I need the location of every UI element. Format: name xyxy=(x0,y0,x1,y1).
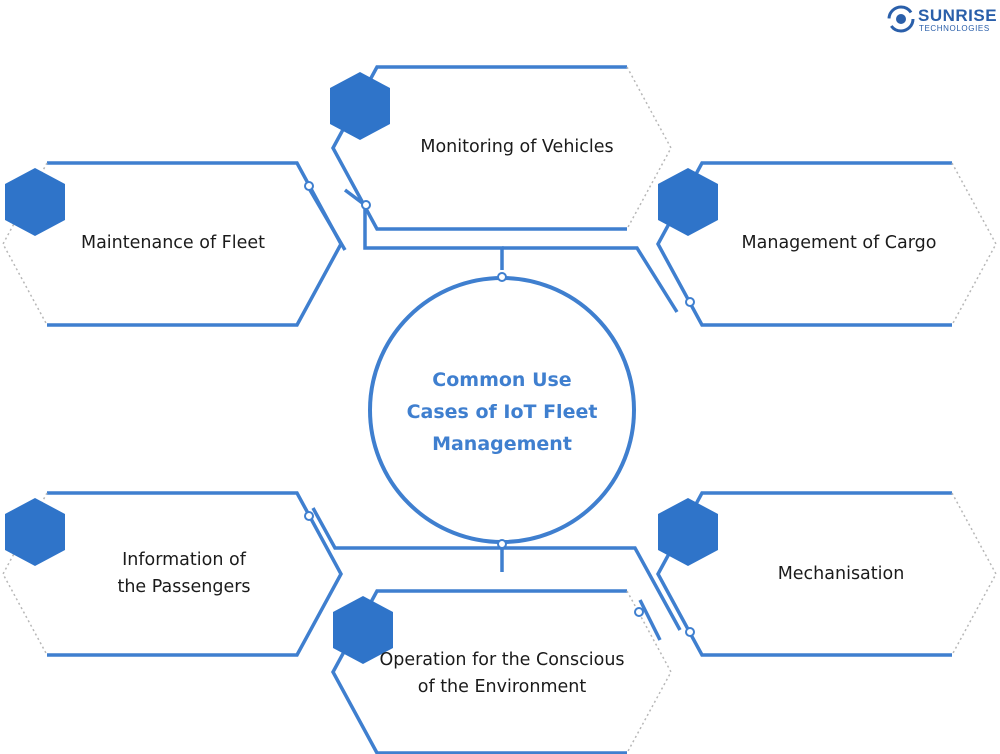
card-maintenance-label: Maintenance of Fleet xyxy=(48,230,298,257)
connector-dot xyxy=(634,607,644,617)
center-bottom-dot xyxy=(497,539,507,549)
hexagon-icon xyxy=(658,168,718,236)
card-passengers-label: Information of the Passengers xyxy=(59,547,309,601)
label-line: Information of xyxy=(122,550,246,570)
connector-dot xyxy=(304,511,314,521)
connector-monitoring xyxy=(343,188,504,270)
hexagon-icon xyxy=(5,168,65,236)
connector-dot xyxy=(685,297,695,307)
card-border xyxy=(331,589,627,754)
center-title-line: Management xyxy=(432,433,572,455)
hexagon-icon xyxy=(658,498,718,566)
label-line: Operation for the Conscious xyxy=(379,650,625,670)
connector-dot xyxy=(304,181,314,191)
logo-subtitle: TECHNOLOGIES xyxy=(919,24,990,33)
card-border-dotted xyxy=(626,66,672,230)
center-top-dot xyxy=(497,272,507,282)
card-environment-label: Operation for the Conscious of the Envir… xyxy=(362,647,642,701)
logo-brand: SUNRISE xyxy=(918,6,998,25)
center-title-line: Common Use xyxy=(432,369,572,391)
label-line: the Passengers xyxy=(117,577,251,597)
center-title: Common Use Cases of IoT Fleet Management xyxy=(400,364,604,460)
card-cargo xyxy=(656,161,997,327)
connector-dot xyxy=(361,200,371,210)
card-monitoring xyxy=(330,65,672,231)
label-line: Mechanisation xyxy=(777,564,905,584)
connector-dot xyxy=(685,627,695,637)
card-maintenance xyxy=(2,161,343,327)
connector-cargo xyxy=(502,246,679,313)
hexagon-icon xyxy=(5,498,65,566)
card-environment xyxy=(331,589,672,754)
card-mechanisation-label: Mechanisation xyxy=(716,561,966,588)
card-border-dotted xyxy=(951,492,997,656)
card-border xyxy=(331,65,627,231)
card-border xyxy=(47,491,343,657)
card-cargo-label: Management of Cargo xyxy=(714,230,964,257)
hexagon-icon xyxy=(333,596,393,664)
card-mechanisation xyxy=(656,491,997,657)
sunrise-logo-icon xyxy=(887,5,915,33)
connector-passengers xyxy=(311,507,682,631)
card-border xyxy=(656,491,952,657)
label-line: Maintenance of Fleet xyxy=(80,233,265,253)
card-passengers xyxy=(2,491,343,657)
card-border-dotted xyxy=(626,590,672,754)
center-title-line: Cases of IoT Fleet xyxy=(406,401,598,423)
connector-environment xyxy=(638,599,662,641)
label-line: Monitoring of Vehicles xyxy=(420,137,614,157)
card-border-dotted xyxy=(951,162,997,326)
label-line: Management of Cargo xyxy=(741,233,937,253)
hexagon-icon xyxy=(330,72,390,140)
label-line: of the Environment xyxy=(417,677,587,697)
card-border xyxy=(656,161,952,327)
card-border xyxy=(47,161,343,327)
card-monitoring-label: Monitoring of Vehicles xyxy=(392,134,642,161)
